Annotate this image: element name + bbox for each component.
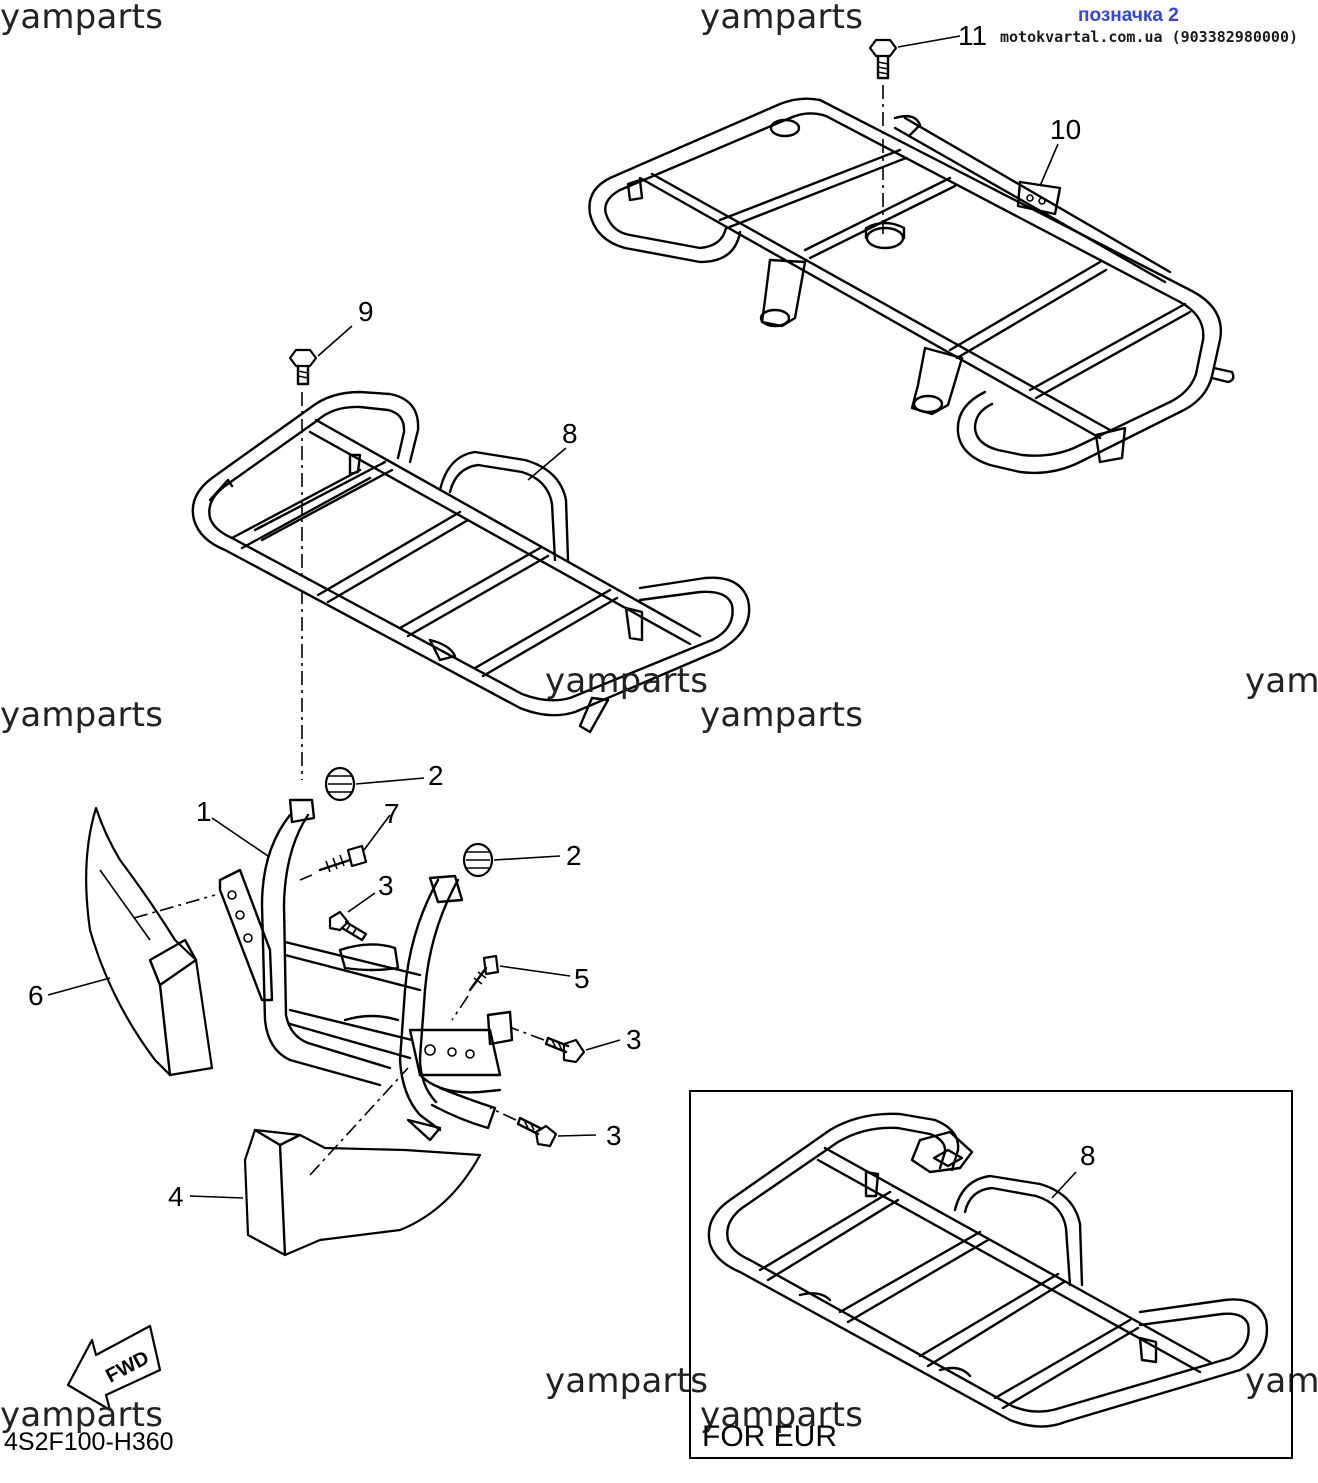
callout-2: 2 bbox=[428, 760, 444, 791]
callout-6: 6 bbox=[28, 980, 44, 1011]
watermark-text: yamparts bbox=[0, 695, 164, 735]
callout-8: 8 bbox=[562, 418, 578, 449]
watermark-text: yamparts bbox=[700, 695, 864, 735]
callout-11: 11 bbox=[958, 20, 988, 51]
watermark-text: yamparts bbox=[700, 0, 864, 37]
callout-3: 3 bbox=[378, 870, 394, 901]
inset-frame bbox=[689, 1090, 1293, 1459]
watermark-text: yamparts bbox=[700, 1395, 864, 1435]
watermark-text: yam bbox=[1245, 661, 1318, 701]
fwd-arrow-drawing: FWD bbox=[66, 1324, 162, 1412]
front-carrier-drawing bbox=[191, 390, 751, 734]
callout-7: 7 bbox=[384, 798, 400, 829]
bolt-11-drawing bbox=[868, 35, 961, 238]
annotation-site: motokvartal.com.ua (903382980000) bbox=[1000, 28, 1299, 46]
rear-carrier-drawing bbox=[588, 97, 1235, 475]
inset-carrier-drawing bbox=[707, 1112, 1269, 1428]
grommets-drawing bbox=[324, 766, 561, 878]
callout-10: 10 bbox=[1050, 114, 1082, 145]
fasteners-drawing bbox=[299, 814, 621, 1148]
cover-4-drawing bbox=[189, 1067, 482, 1257]
callout-4: 4 bbox=[168, 1181, 184, 1212]
callout-9: 9 bbox=[358, 296, 374, 327]
watermark-text: yam bbox=[1245, 1361, 1318, 1401]
callout-1: 1 bbox=[196, 796, 212, 827]
annotation-title: позначка 2 bbox=[1078, 5, 1179, 26]
watermark-text: yamparts bbox=[545, 661, 709, 701]
callout-8: 8 bbox=[1080, 1140, 1096, 1171]
callout-3: 3 bbox=[606, 1120, 622, 1151]
cover-6-drawing bbox=[47, 806, 216, 1077]
diagram-code: 4S2F100-H360 bbox=[4, 1428, 174, 1456]
bolt-9-drawing bbox=[288, 325, 353, 780]
callout-2: 2 bbox=[566, 840, 582, 871]
callout-5: 5 bbox=[574, 963, 590, 994]
inset-label: FOR EUR bbox=[702, 1420, 837, 1453]
callout-3: 3 bbox=[626, 1024, 642, 1055]
front-guard-drawing bbox=[218, 798, 514, 1142]
watermark-text: yamparts bbox=[545, 1361, 709, 1401]
watermark-text: yamparts bbox=[0, 0, 164, 37]
watermark-text: yamparts bbox=[0, 1395, 164, 1435]
